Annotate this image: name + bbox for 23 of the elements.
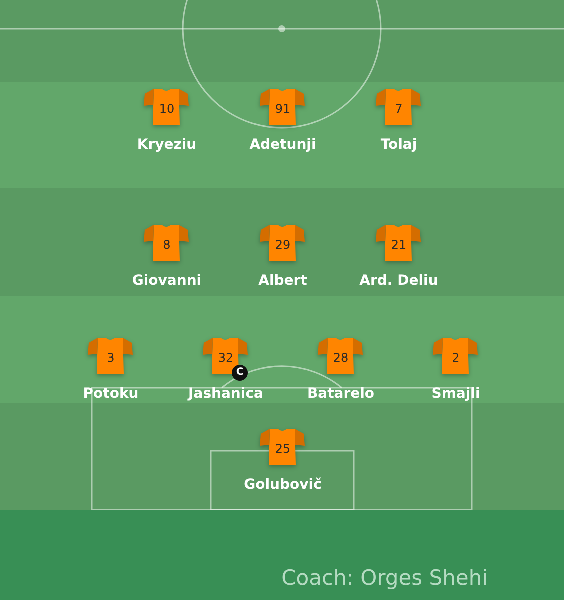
shirt-number: 29 (275, 238, 291, 253)
player-name: Adetunji (250, 136, 316, 154)
player-name: Ard. Deliu (360, 272, 438, 290)
player-name: Tolaj (380, 136, 418, 154)
player-name: Albert (258, 272, 308, 290)
player-name: Potoku (83, 385, 139, 403)
player-name: Giovanni (132, 272, 202, 290)
shirt-number: 7 (395, 102, 403, 117)
shirt-number: 8 (163, 238, 171, 253)
coach-label: Coach: Orges Shehi (282, 566, 488, 590)
player-name: Batarelo (307, 385, 375, 403)
player-name: Golubovič (244, 476, 322, 494)
shirt-number: 25 (275, 442, 291, 457)
shirt-number: 3 (107, 351, 115, 366)
player-name: Jashanica (188, 385, 264, 403)
player-name: Smajli (432, 385, 480, 403)
shirt-number: 91 (275, 102, 291, 117)
shirt-number: 28 (333, 351, 349, 366)
shirt-number: 2 (452, 351, 460, 366)
player-name: Kryeziu (137, 136, 197, 154)
shirt-number: 21 (391, 238, 407, 253)
shirt-number: 32 (218, 351, 234, 366)
shirt-number: 10 (159, 102, 175, 117)
